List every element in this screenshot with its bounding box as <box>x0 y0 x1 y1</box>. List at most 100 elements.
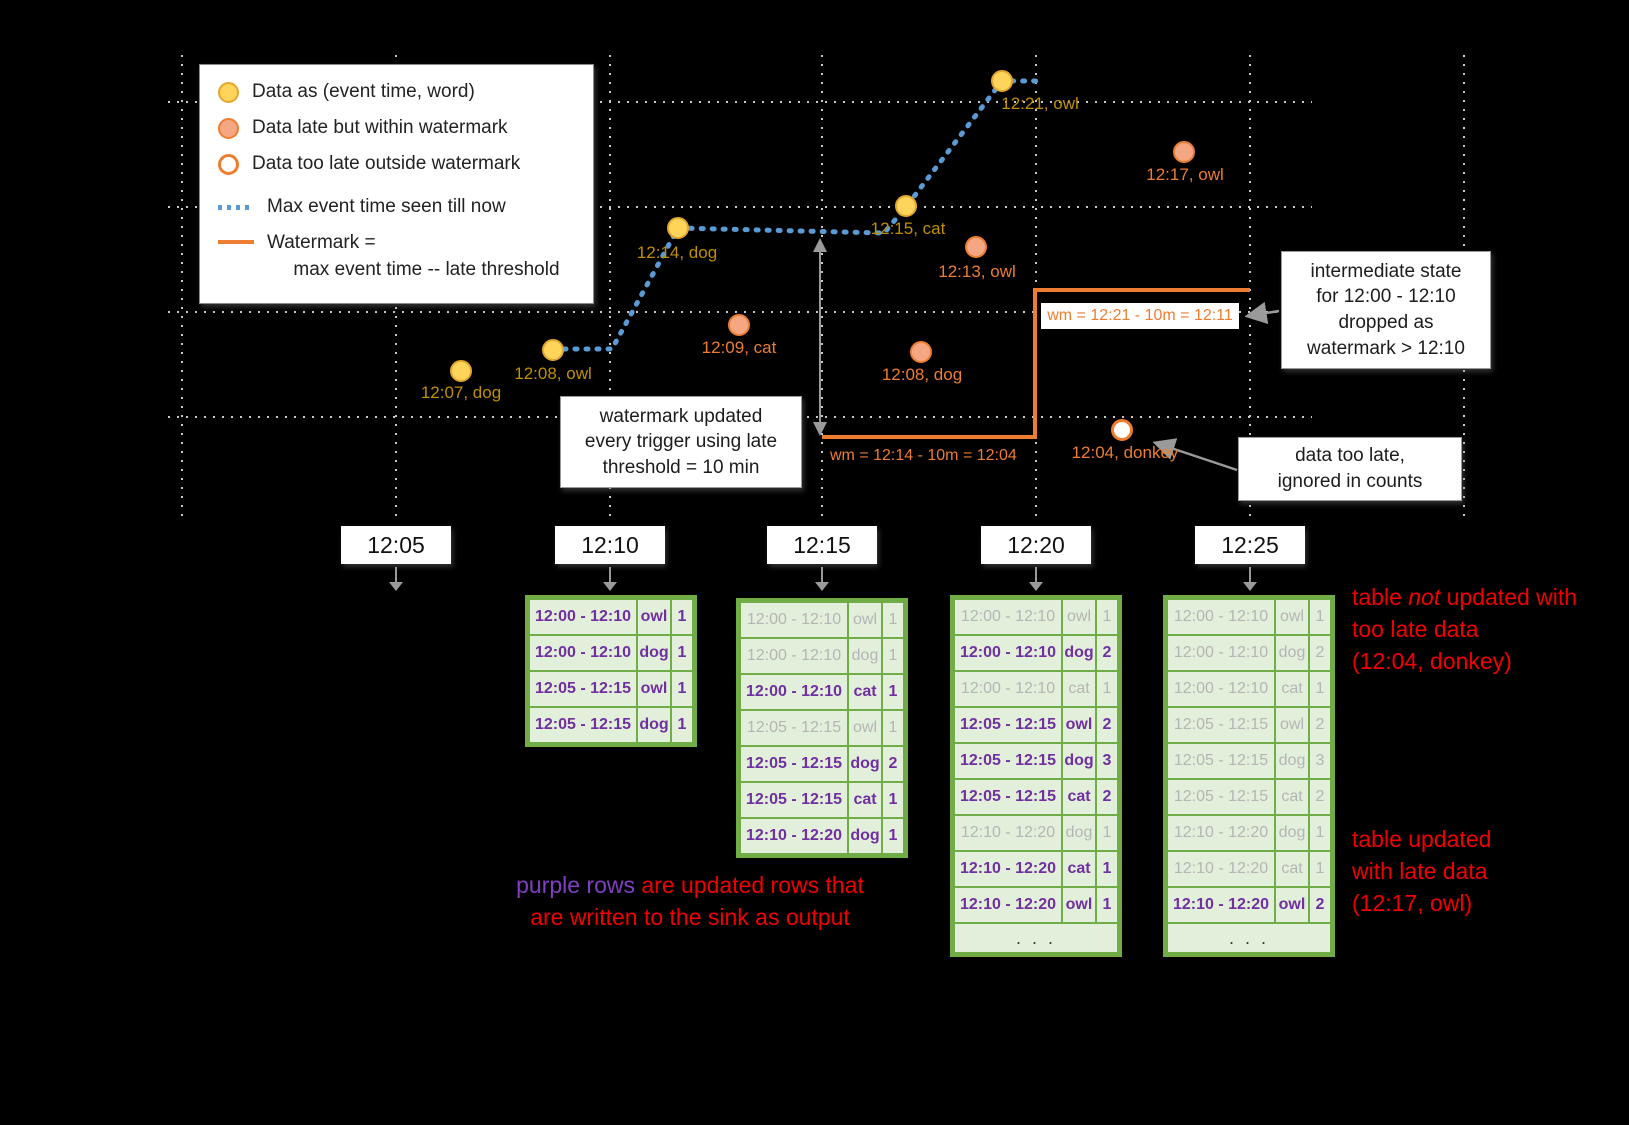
word-cell: cat <box>1276 780 1308 814</box>
data-point-label: 12:15, cat <box>870 219 946 238</box>
word-cell: dog <box>1276 744 1308 778</box>
count-cell: 1 <box>672 636 692 670</box>
state-dropped-callout: intermediate state for 12:00 - 12:10 dro… <box>1281 251 1491 369</box>
window-cell: 12:00 - 12:10 <box>741 675 847 709</box>
legend-item: Data too late outside watermark <box>218 151 577 178</box>
time-arrow-head <box>389 582 403 591</box>
data-point-label: 12:09, cat <box>701 338 777 357</box>
legend-item-label: Watermark = max event time -- late thres… <box>267 231 560 280</box>
window-cell: 12:00 - 12:10 <box>741 639 847 673</box>
time-arrow-stem <box>395 567 397 583</box>
watermark-update-callout: watermark updated every trigger using la… <box>560 396 802 488</box>
window-cell: 12:00 - 12:10 <box>1168 672 1274 706</box>
word-cell: dog <box>849 747 881 781</box>
word-cell: owl <box>1276 708 1308 742</box>
time-arrow-stem <box>609 567 611 583</box>
not-updated-pre: table <box>1352 584 1409 610</box>
count-cell: 1 <box>672 708 692 742</box>
max-event-time-line <box>550 78 1041 352</box>
word-cell: cat <box>1276 672 1308 706</box>
window-cell: 12:05 - 12:15 <box>741 747 847 781</box>
time-label-12:20: 12:20 <box>981 526 1091 564</box>
count-cell: 2 <box>1310 636 1330 670</box>
count-cell: 1 <box>1097 888 1117 922</box>
count-cell: 2 <box>1097 708 1117 742</box>
data-point-ontime <box>450 360 472 382</box>
window-cell: 12:05 - 12:15 <box>1168 708 1274 742</box>
data-point-late <box>728 314 750 336</box>
time-arrow-head <box>603 582 617 591</box>
window-cell: 12:05 - 12:15 <box>530 708 636 742</box>
data-point-label: 12:04, donkey <box>1071 443 1179 462</box>
word-cell: owl <box>638 600 670 634</box>
window-cell: 12:05 - 12:15 <box>955 780 1061 814</box>
data-point-label: 12:08, dog <box>881 365 963 384</box>
word-cell: cat <box>1276 852 1308 886</box>
time-label-12:15: 12:15 <box>767 526 877 564</box>
on-time-dot-icon <box>218 81 239 103</box>
window-cell: 12:10 - 12:20 <box>955 888 1061 922</box>
too-late-callout: data too late, ignored in counts <box>1238 437 1462 501</box>
count-cell: 3 <box>1310 744 1330 778</box>
legend-item: Data late but within watermark <box>218 115 577 142</box>
time-label-12:10: 12:10 <box>555 526 665 564</box>
word-cell: dog <box>849 819 881 853</box>
window-cell: 12:10 - 12:20 <box>741 819 847 853</box>
legend-item-label: Data as (event time, word) <box>252 81 475 102</box>
window-cell: 12:00 - 12:10 <box>530 600 636 634</box>
word-cell: cat <box>849 675 881 709</box>
data-point-label: 12:21, owl <box>1001 94 1079 113</box>
not-updated-post: updated with too late data (12:04, donke… <box>1352 584 1578 675</box>
window-cell: 12:10 - 12:20 <box>955 852 1061 886</box>
word-cell: owl <box>849 603 881 637</box>
window-cell: 12:00 - 12:10 <box>530 636 636 670</box>
legend-item: Max event time seen till now <box>218 194 577 221</box>
word-cell: owl <box>1276 600 1308 634</box>
watermark-threshold-arrow <box>813 238 827 436</box>
count-cell: 1 <box>1097 816 1117 850</box>
data-point-late <box>965 236 987 258</box>
count-cell: 1 <box>883 711 903 745</box>
data-point-toolate <box>1111 419 1133 441</box>
data-point-late <box>1173 141 1195 163</box>
word-cell: dog <box>1276 636 1308 670</box>
word-cell: dog <box>1063 744 1095 778</box>
max-event-time-line-icon <box>218 204 254 210</box>
watermark-value-label-2: wm = 12:21 - 10m = 12:11 <box>1041 303 1239 329</box>
purple-rows-highlight: purple rows <box>516 872 635 898</box>
table-updated-note: table updated with late data (12:17, owl… <box>1352 826 1492 917</box>
word-cell: dog <box>638 708 670 742</box>
count-cell: 1 <box>672 672 692 706</box>
count-cell: 1 <box>883 639 903 673</box>
count-cell: 1 <box>1310 852 1330 886</box>
count-cell: 1 <box>672 600 692 634</box>
word-cell: owl <box>1063 888 1095 922</box>
count-cell: 1 <box>1097 600 1117 634</box>
more-rows-ellipsis: . . . <box>1168 924 1330 952</box>
watermark-line <box>822 288 1250 439</box>
time-arrow-stem <box>1035 567 1037 583</box>
time-arrow-stem <box>821 567 823 583</box>
time-label-12:25: 12:25 <box>1195 526 1305 564</box>
count-cell: 2 <box>1310 708 1330 742</box>
word-cell: owl <box>1063 708 1095 742</box>
window-cell: 12:05 - 12:15 <box>955 744 1061 778</box>
